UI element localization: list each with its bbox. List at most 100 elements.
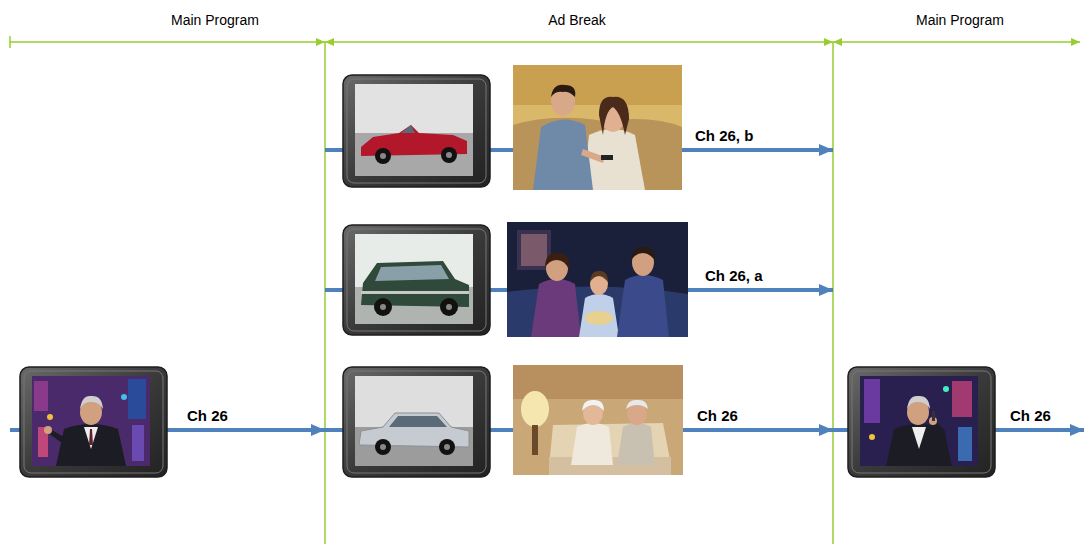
tv-car-ad bbox=[343, 367, 490, 477]
viewer-photo-part bbox=[579, 294, 619, 337]
timeline-bracket-part bbox=[325, 41, 833, 43]
tv-car-ad-part bbox=[355, 234, 473, 324]
viewer-photo-part bbox=[583, 129, 645, 190]
flow-arrow-part bbox=[688, 288, 833, 292]
tv-host-part bbox=[848, 367, 995, 477]
viewer-photo bbox=[507, 222, 688, 337]
viewer-photo-part bbox=[513, 365, 683, 475]
tv-host-part bbox=[128, 379, 146, 419]
viewer-photo-part bbox=[545, 253, 569, 270]
tv-host-part bbox=[20, 367, 167, 477]
tv-car-ad-part bbox=[401, 125, 415, 133]
tv-car-ad-part bbox=[361, 291, 469, 294]
section-label: Main Program bbox=[916, 11, 1004, 29]
timeline-bracket-part bbox=[9, 36, 11, 48]
tv-host-part bbox=[47, 414, 53, 420]
viewer-photo-part bbox=[507, 222, 688, 337]
tv-car-ad-part bbox=[347, 79, 486, 183]
tv-host-part bbox=[907, 396, 930, 409]
tv-car-ad-part bbox=[375, 148, 391, 164]
tv-car-ad-part bbox=[343, 75, 490, 187]
tv-car-ad bbox=[343, 75, 490, 187]
viewer-photo-part bbox=[585, 311, 613, 325]
viewer-photo-part bbox=[631, 247, 655, 260]
break-boundary-part bbox=[832, 42, 834, 544]
tv-host-part bbox=[958, 427, 972, 461]
channel-label: Ch 26, a bbox=[705, 267, 763, 285]
tv-car-ad-part bbox=[446, 152, 452, 158]
viewer-photo-part bbox=[571, 423, 613, 465]
tv-host-part bbox=[864, 379, 880, 423]
tv-host-part bbox=[34, 381, 48, 411]
tv-car-ad-part bbox=[355, 84, 473, 176]
flow-arrow-part bbox=[490, 288, 507, 292]
tv-host-part bbox=[952, 381, 972, 417]
viewer-photo-part bbox=[531, 279, 581, 337]
tv-host-part bbox=[132, 425, 144, 461]
tv-host-part bbox=[84, 427, 98, 449]
viewer-photo-part bbox=[551, 85, 575, 97]
channel-label: Ch 26 bbox=[697, 407, 738, 425]
tv-host-part bbox=[44, 426, 52, 434]
viewer-photo-part bbox=[532, 425, 538, 455]
viewer-photo bbox=[513, 365, 683, 475]
tv-host-part bbox=[24, 371, 163, 473]
tv-car-ad-part bbox=[375, 439, 391, 455]
tv-car-ad-part bbox=[380, 444, 386, 450]
tv-host-part bbox=[89, 429, 93, 445]
flow-arrow-part bbox=[165, 428, 325, 432]
break-boundary-part bbox=[324, 42, 326, 544]
tv-host bbox=[20, 367, 167, 477]
tv-car-ad-part bbox=[380, 153, 386, 159]
viewer-photo-part bbox=[599, 97, 629, 135]
section-label: Main Program bbox=[171, 11, 259, 29]
timeline-bracket bbox=[10, 36, 1080, 48]
viewer-photo-part bbox=[601, 155, 613, 160]
tv-host-part bbox=[852, 371, 991, 473]
tv-host-part bbox=[912, 427, 926, 449]
tv-car-ad-part bbox=[439, 439, 455, 455]
flow-arrow-part bbox=[995, 428, 1084, 432]
tv-car-ad-part bbox=[446, 304, 452, 310]
tv-car-ad-part bbox=[441, 147, 457, 163]
viewer-photo-part bbox=[521, 391, 549, 427]
flow-arrow-part bbox=[325, 148, 343, 152]
tv-car-ad-part bbox=[355, 376, 473, 466]
break-boundary bbox=[325, 42, 833, 544]
tv-car-ad-part bbox=[374, 298, 392, 316]
viewer-photo-part bbox=[626, 400, 648, 409]
section-label: Ad Break bbox=[548, 11, 606, 29]
tv-host-part bbox=[943, 386, 949, 392]
tv-car-ad-part bbox=[444, 444, 450, 450]
viewer-photo-part bbox=[513, 65, 682, 190]
tv-host-part bbox=[860, 376, 978, 466]
tv-host-part bbox=[32, 376, 150, 466]
flow-arrow-part bbox=[325, 428, 343, 432]
tv-host-part bbox=[932, 411, 935, 421]
channel-label: Ch 26 bbox=[1010, 407, 1051, 425]
viewer-photo-part bbox=[513, 65, 682, 105]
viewer-photo-part bbox=[617, 423, 655, 465]
tv-host bbox=[848, 367, 995, 477]
flow-arrow-part bbox=[10, 428, 20, 432]
tv-host-part bbox=[80, 396, 103, 409]
viewer-photo-part bbox=[590, 271, 608, 282]
flow-arrow-part bbox=[683, 428, 833, 432]
tv-car-ad-part bbox=[343, 367, 490, 477]
tv-car-ad-part bbox=[343, 225, 490, 335]
flow-arrow-part bbox=[490, 428, 513, 432]
tv-host-part bbox=[121, 394, 127, 400]
tv-car-ad-part bbox=[375, 265, 449, 281]
tv-car-ad-part bbox=[440, 298, 458, 316]
viewer-photo-part bbox=[521, 234, 547, 266]
flow-arrow-part bbox=[682, 148, 833, 152]
viewer-photo-part bbox=[513, 118, 682, 190]
channel-label: Ch 26 bbox=[187, 407, 228, 425]
viewer-photo-part bbox=[582, 400, 604, 411]
channel-label: Ch 26, b bbox=[695, 127, 753, 145]
tv-car-ad-part bbox=[347, 371, 486, 473]
flow-arrow-part bbox=[833, 428, 848, 432]
flow-arrow-part bbox=[325, 288, 343, 292]
